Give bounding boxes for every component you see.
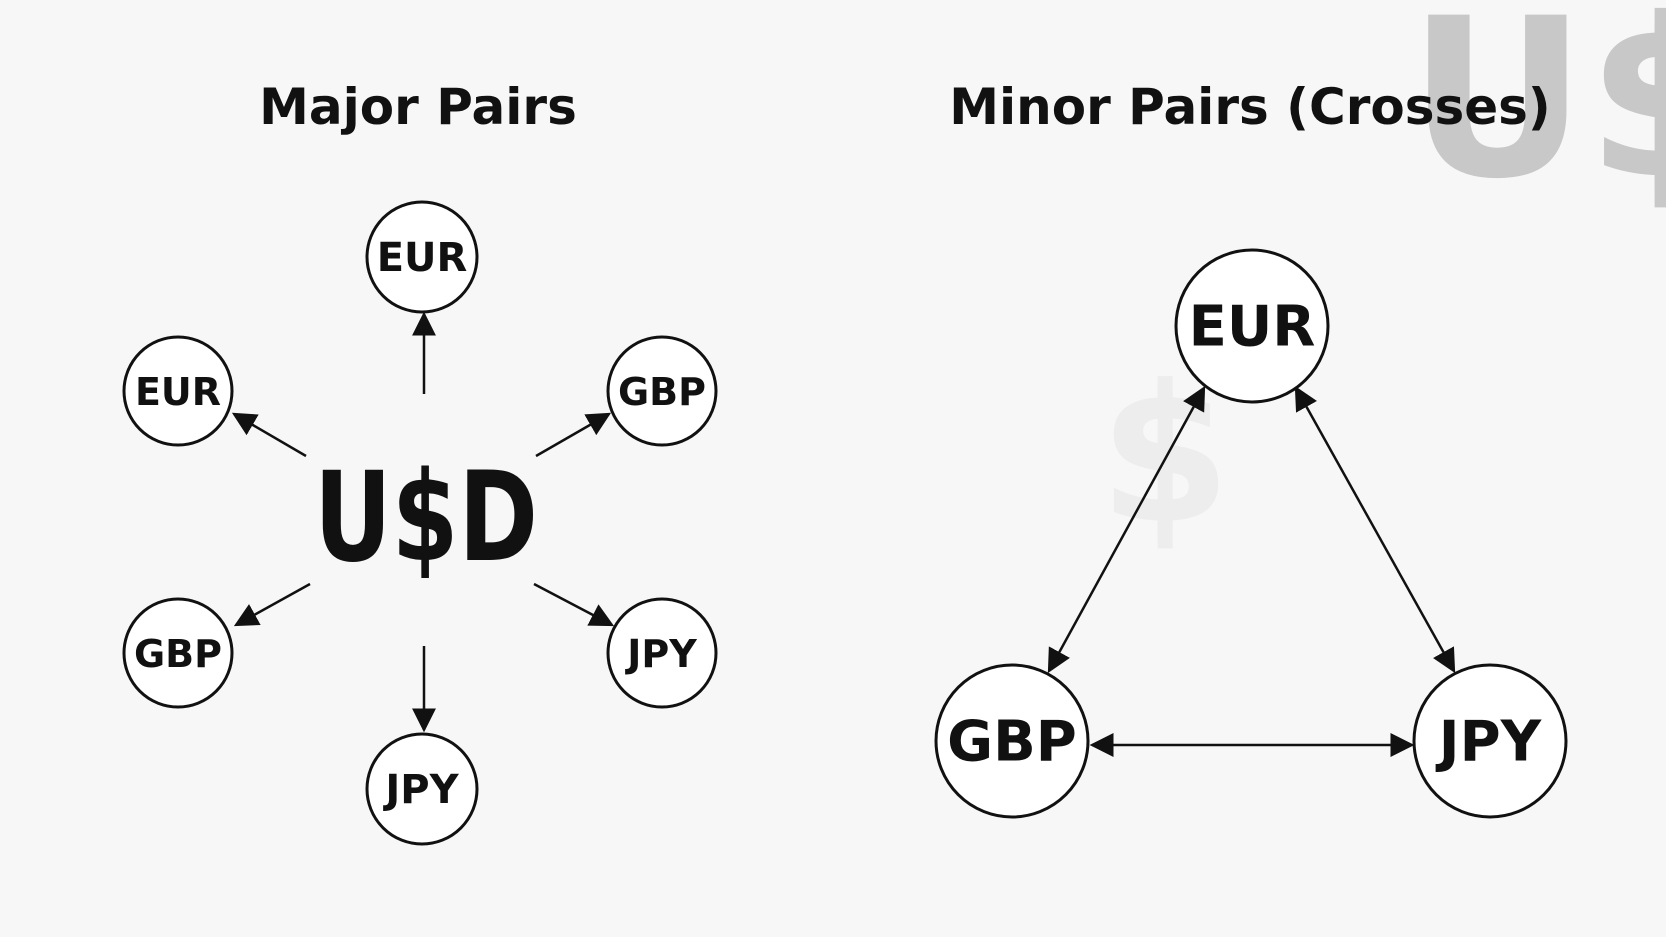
watermark-usd: U$ <box>1408 0 1666 227</box>
cross-node-gbp: GBP <box>934 663 1090 819</box>
node-jpy-right: JPY <box>606 597 718 709</box>
node-eur-top-label: EUR <box>377 235 468 281</box>
node-gbp-left-label: GBP <box>134 632 222 676</box>
edge-eur-gbp <box>1047 385 1206 674</box>
node-eur-left-label: EUR <box>135 370 221 414</box>
minor-pairs-title: Minor Pairs (Crosses) <box>949 78 1551 136</box>
cross-node-eur: EUR <box>1174 248 1330 404</box>
node-eur-top: EUR <box>365 200 479 314</box>
arrow-to-eur-left <box>231 412 307 458</box>
node-jpy-bottom-label: JPY <box>382 767 459 813</box>
node-gbp-right-label: GBP <box>618 370 706 414</box>
major-pairs-panel: Major Pairs U$D EUR EUR GBP GBP JPY <box>122 78 718 846</box>
cross-node-jpy-label: JPY <box>1435 710 1543 775</box>
cross-node-gbp-label: GBP <box>947 710 1077 775</box>
node-gbp-left: GBP <box>122 597 234 709</box>
arrow-to-gbp-left <box>233 582 311 627</box>
minor-pairs-panel: Minor Pairs (Crosses) EUR GBP JPY <box>934 78 1568 819</box>
cross-node-jpy: JPY <box>1412 663 1568 819</box>
node-eur-left: EUR <box>122 335 234 447</box>
arrow-to-gbp-right <box>535 412 612 458</box>
node-gbp-right: GBP <box>606 335 718 447</box>
arrow-to-jpy-right <box>533 582 615 627</box>
node-jpy-bottom: JPY <box>365 732 479 846</box>
major-pairs-title: Major Pairs <box>259 78 577 136</box>
node-jpy-right-label: JPY <box>624 632 697 676</box>
usd-hub-label: U$D <box>314 446 538 590</box>
cross-node-eur-label: EUR <box>1189 295 1316 360</box>
edge-eur-jpy <box>1294 385 1456 674</box>
